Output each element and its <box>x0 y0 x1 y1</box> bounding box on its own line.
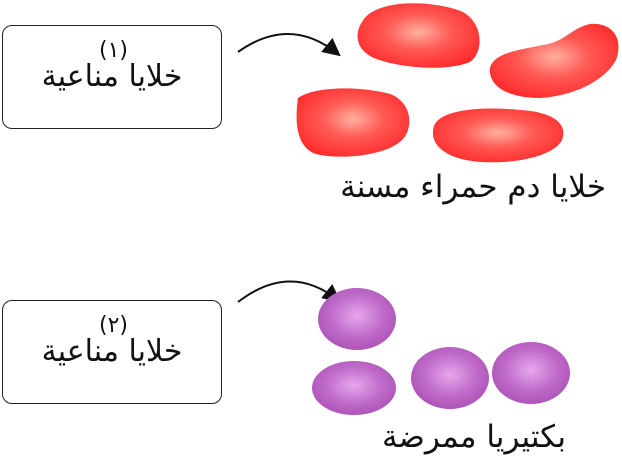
box-number-1: (١) <box>99 38 129 63</box>
bacterium <box>492 342 570 404</box>
arrow-2 <box>237 280 341 303</box>
immune-cells-box-2: (٢) خلايا مناعية <box>2 300 222 404</box>
box-label-2: خلايا مناعية <box>41 334 183 369</box>
red-cell <box>489 23 619 99</box>
caption-red-blood-cells: خلايا دم حمراء مسنة <box>340 169 606 205</box>
box-label-1: خلايا مناعية <box>41 59 183 94</box>
box-number-2: (٢) <box>99 313 129 338</box>
arrow-1 <box>237 33 341 57</box>
immune-cells-box-1: (١) خلايا مناعية <box>2 25 222 129</box>
red-cell <box>296 88 410 157</box>
bacteria <box>312 288 570 415</box>
red-cell <box>432 108 564 163</box>
bacterium <box>411 347 489 409</box>
caption-bacteria: بكتيريا ممرضة <box>381 419 566 455</box>
red-blood-cells <box>296 3 619 163</box>
bacterium <box>318 288 396 350</box>
bacterium <box>312 361 396 415</box>
red-cell <box>357 3 480 68</box>
